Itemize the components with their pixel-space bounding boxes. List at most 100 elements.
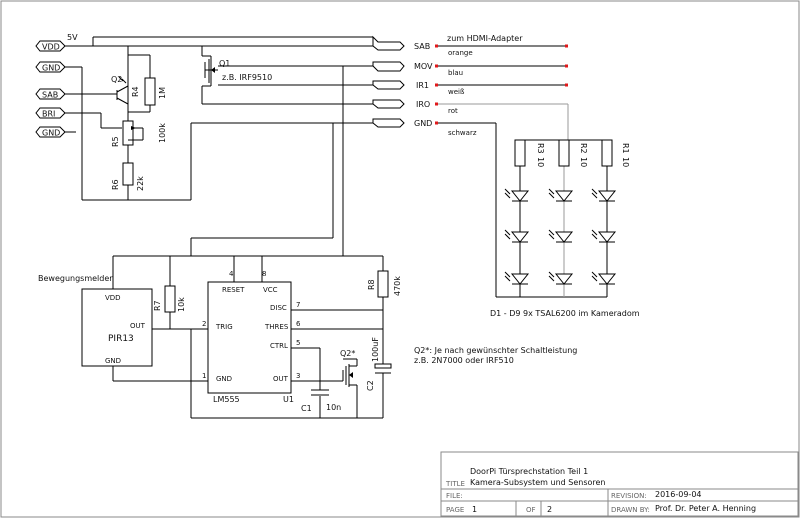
c1-value: 10n: [326, 403, 341, 412]
resistor-r7: R7 10k: [153, 256, 186, 329]
wire-color-rot: rot: [448, 107, 458, 115]
connector-vdd-top: VDD: [35, 40, 66, 52]
pin-marker-mov: [435, 64, 438, 68]
q2-star-label: Q2*: [340, 349, 355, 358]
q1-mosfet: Q1 z.B. IRF9510: [204, 59, 272, 83]
connector-gnd-top: GND: [35, 61, 66, 73]
led: [597, 273, 617, 285]
r2-name: R2: [579, 143, 588, 154]
title-caption: TITLE: [445, 480, 465, 488]
pir-gnd-pin: GND: [105, 357, 121, 365]
pin-reset-label: RESET: [222, 286, 245, 294]
pin-disc-label: DISC: [270, 304, 287, 312]
page-total: 2: [547, 505, 552, 514]
c2-name: C2: [366, 380, 375, 391]
revision-value: 2016-09-04: [655, 490, 702, 499]
led-array-label: D1 - D9 9x TSAL6200 im Kameradom: [490, 309, 640, 318]
pin-marker-iro: [435, 102, 438, 106]
connector-sab-right: SAB zum HDMI-Adapter orange: [372, 34, 568, 57]
led: [554, 190, 574, 202]
connector-sab-right-label: SAB: [414, 42, 430, 51]
r2-value: 10: [579, 157, 588, 167]
capacitor-c1: C1 10n: [301, 389, 341, 413]
timer-name: LM555: [213, 395, 240, 404]
pin-2-number: 2: [202, 320, 206, 328]
file-caption: FILE:: [446, 492, 463, 500]
pin-marker-ir1-end: [565, 83, 568, 87]
connector-gnd-right: GND schwarz: [372, 118, 496, 137]
q2-star-note-line2: z.B. 2N7000 oder IRF510: [414, 356, 514, 365]
r7-name: R7: [153, 300, 162, 311]
connector-sab-left-label: SAB: [42, 91, 58, 100]
pin-thres-label: THRES: [264, 323, 289, 331]
q2-star-transistor: Q2* Q2*: Je nach gewünschter Schaltleist…: [340, 346, 577, 418]
connector-bri-label: BRI: [42, 110, 55, 119]
r6-value: 22k: [136, 176, 145, 191]
pin-1-number: 1: [202, 372, 206, 380]
led: [554, 231, 574, 243]
led: [597, 190, 617, 202]
r3-name: R3: [536, 143, 545, 154]
title-line1: DoorPi Türsprechstation Teil 1: [470, 467, 588, 476]
pin-6-number: 6: [296, 320, 301, 328]
capacitor-c2: C2 100uF: [357, 310, 392, 419]
connector-iro: IRO rot: [372, 99, 568, 115]
led: [554, 273, 574, 285]
pin-out-label: OUT: [273, 375, 289, 383]
connector-bri: BRI: [35, 107, 66, 119]
q1-value: z.B. IRF9510: [222, 73, 272, 82]
r8-value: 470k: [393, 276, 402, 296]
connector-gnd-bottom: GND: [35, 126, 66, 138]
pin-7-number: 7: [296, 301, 300, 309]
r5-name: R5: [111, 136, 120, 147]
pin-marker-sab-end: [565, 44, 568, 48]
r3-value: 10: [536, 157, 545, 167]
led: [510, 231, 530, 243]
timer-lm555: RESET VCC TRIG GND DISC THRES CTRL OUT L…: [190, 256, 383, 419]
resistor-r6: R6 22k: [111, 145, 145, 191]
pin-ctrl-label: CTRL: [270, 342, 288, 350]
wire-color-blau: blau: [448, 69, 463, 77]
r6-name: R6: [111, 179, 120, 190]
c1-name: C1: [301, 404, 312, 413]
connector-gnd-bottom-label: GND: [42, 129, 60, 138]
page-number: 1: [472, 505, 477, 514]
pin-8-number: 8: [262, 270, 266, 278]
q2-star-note-line1: Q2*: Je nach gewünschter Schaltleistung: [414, 346, 577, 355]
pin-3-number: 3: [296, 372, 300, 380]
c2-value: 100uF: [371, 337, 380, 362]
pin-trig-label: TRIG: [215, 323, 233, 331]
led: [510, 190, 530, 202]
connector-mov: MOV blau: [372, 61, 568, 77]
connector-ir1: IR1 weiß: [372, 80, 568, 96]
pin-marker-gnd: [435, 121, 438, 125]
r5-value: 100k: [158, 123, 167, 143]
pir-out-pin: OUT: [130, 322, 146, 330]
wire-color-weiss: weiß: [448, 88, 465, 96]
pin-5-number: 5: [296, 339, 300, 347]
connector-ir1-label: IR1: [416, 81, 429, 90]
pin-marker-sab: [435, 44, 438, 48]
r7-value: 10k: [177, 297, 186, 312]
led: [510, 273, 530, 285]
pir-vdd-pin: VDD: [105, 294, 121, 302]
pir-title: Bewegungsmelder: [38, 274, 113, 283]
q1-label: Q1: [219, 59, 230, 68]
of-caption: OF: [526, 506, 536, 514]
pin-marker-ir1: [435, 83, 438, 87]
connector-sab-left: SAB: [35, 88, 66, 100]
drawn-by-caption: DRAWN BY:: [611, 506, 650, 514]
led: [597, 231, 617, 243]
pin-gnd-label: GND: [216, 375, 232, 383]
q2-label: Q2: [111, 75, 122, 84]
title-line2: Kamera-Subsystem und Sensoren: [470, 478, 606, 487]
connector-mov-label: MOV: [414, 62, 433, 71]
resistor-r4: R4 1M: [131, 77, 167, 106]
q2-phototransistor: Q2: [111, 75, 129, 105]
pin-vcc-label: VCC: [263, 286, 278, 294]
title-block: TITLE DoorPi Türsprechstation Teil 1 Kam…: [440, 451, 799, 517]
timer-ref: U1: [283, 395, 294, 404]
left-wiring: [65, 36, 383, 257]
